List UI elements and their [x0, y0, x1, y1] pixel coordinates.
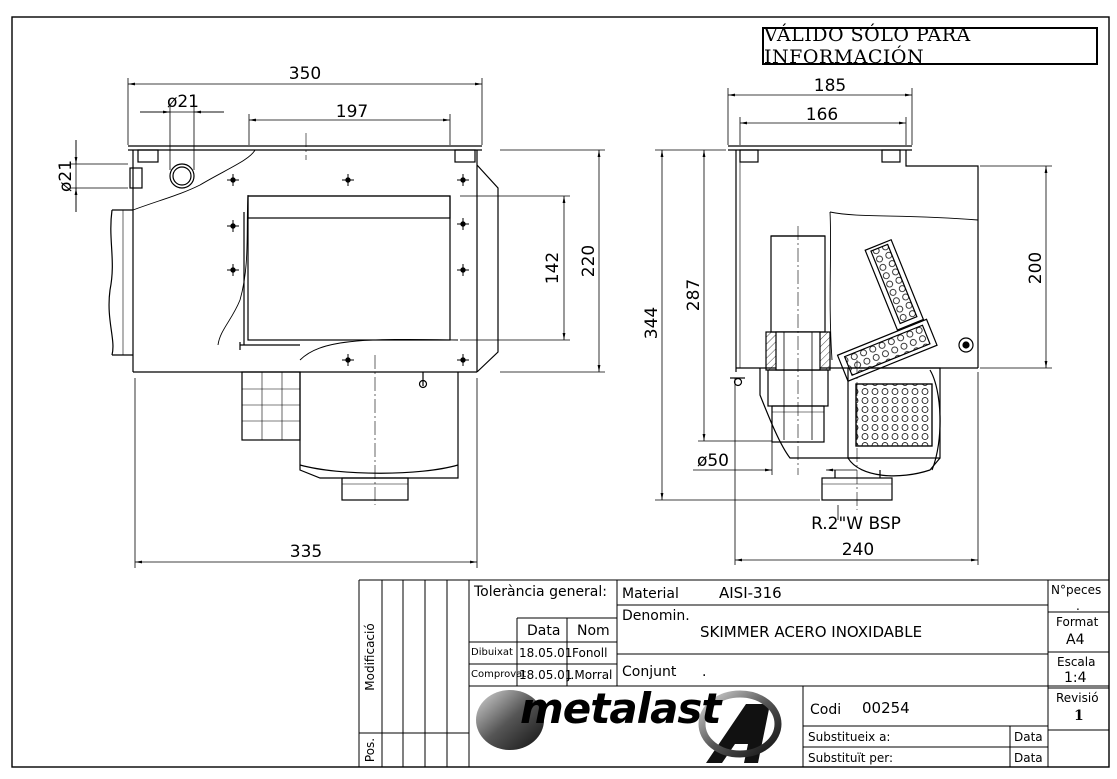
side-dimension-labels: 185 166 344 287 200 ø50 R.2"W BSP 240: [642, 76, 1046, 560]
information-only-stamp: VÁLIDO SÓLO PARA INFORMACIÓN: [762, 24, 1098, 68]
codi-value: 00254: [862, 699, 910, 717]
dibuixat-date: 18.05.01: [519, 646, 573, 660]
dim-166: 166: [806, 105, 838, 125]
dim-240: 240: [842, 540, 874, 560]
company-logo-mark: [476, 690, 782, 763]
conjunt-label: Conjunt: [622, 664, 677, 680]
thread-label: R.2"W BSP: [811, 514, 901, 534]
substitueix-label: Substitueix a:: [808, 730, 891, 744]
pos-label: Pos.: [363, 737, 377, 763]
dim-197: 197: [336, 102, 368, 122]
dim-d21-left: ø21: [56, 160, 76, 192]
nom-header: Nom: [577, 623, 610, 639]
side-dimensions: [655, 88, 1052, 565]
dim-350: 350: [289, 64, 321, 84]
conjunt-value: .: [702, 664, 707, 680]
front-dimensions: [70, 78, 605, 568]
dim-d21-top: ø21: [167, 92, 199, 112]
data-header: Data: [527, 623, 561, 639]
escala-label: Escala: [1057, 655, 1096, 669]
npeces-value: .: [1076, 599, 1080, 613]
dibuixat-name: Fonoll: [572, 646, 608, 660]
material-label: Material: [622, 586, 679, 602]
codi-label: Codi: [810, 702, 842, 718]
company-logo-text: metalast: [520, 684, 721, 733]
dim-220: 220: [579, 245, 599, 277]
dim-200: 200: [1026, 252, 1046, 284]
title-block-grid: [358, 579, 1109, 767]
denomin-label: Denomin.: [622, 608, 690, 624]
npeces-label: N°peces: [1051, 583, 1102, 597]
dim-185: 185: [814, 76, 846, 96]
front-screws: [227, 174, 469, 366]
substituit-label: Substituït per:: [808, 751, 894, 765]
escala-value: 1:4: [1064, 670, 1087, 686]
data-substituit: Data: [1014, 751, 1043, 765]
comprovat-name: J.Morral: [567, 668, 613, 682]
dim-d50: ø50: [697, 451, 729, 471]
revisio-label: Revisió: [1056, 691, 1099, 705]
tolerancia-label: Tolerància general:: [474, 584, 607, 600]
dibuixat-label: Dibuixat: [471, 647, 513, 658]
comprovat-date: 18.05.01: [519, 668, 573, 682]
modificacio-label: Modificació: [363, 623, 377, 691]
format-label: Format: [1056, 615, 1099, 629]
format-value: A4: [1066, 632, 1085, 648]
dim-142: 142: [543, 252, 563, 284]
dim-335: 335: [290, 542, 322, 562]
side-view: [728, 145, 979, 510]
sheet-border: [11, 16, 1110, 768]
front-dimension-labels: 350 ø21 197 ø21 142 220 335: [56, 64, 599, 562]
revisio-value: 1: [1074, 708, 1084, 724]
material-value: AISI-316: [719, 584, 782, 602]
comprovat-label: Comprovat: [471, 669, 527, 680]
dim-287: 287: [684, 279, 704, 311]
front-view: [108, 133, 499, 505]
dim-344: 344: [642, 307, 662, 339]
denomin-value: SKIMMER ACERO INOXIDABLE: [700, 623, 923, 641]
data-substitueix: Data: [1014, 730, 1043, 744]
